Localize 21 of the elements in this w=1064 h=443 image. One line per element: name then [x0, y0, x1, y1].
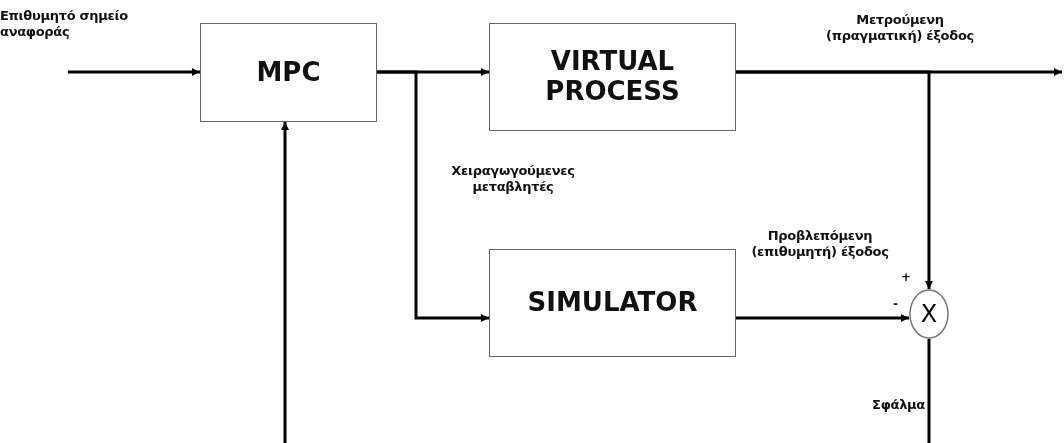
arrow [736, 314, 909, 322]
process-box [489, 23, 736, 131]
arrow [68, 68, 200, 76]
arrow [281, 122, 289, 443]
connector-line [927, 339, 931, 443]
edge-label: Προβλεπόμενη (επιθυμητή) έξοδος [750, 228, 890, 260]
arrow [377, 70, 489, 322]
block-label: MPC [256, 57, 321, 88]
edge-label: Σφάλμα [871, 397, 925, 413]
edge-label: Επιθυμητό σημείο αναφοράς [0, 8, 129, 40]
block-label: SIMULATOR [527, 288, 698, 318]
process-box [489, 249, 736, 357]
operator-symbol: X [919, 302, 939, 326]
edge-label: Χειραγωγούμενες μεταβλητές [450, 163, 576, 195]
process-box [200, 23, 377, 122]
sign-label: - [893, 297, 898, 312]
summing-junction [909, 289, 949, 339]
sign-label: + [901, 270, 911, 285]
block-label: VIRTUAL PROCESS [544, 47, 681, 107]
arrow [736, 70, 933, 289]
edge-label: Μετρούμενη (πραγματική) έξοδος [825, 12, 975, 44]
